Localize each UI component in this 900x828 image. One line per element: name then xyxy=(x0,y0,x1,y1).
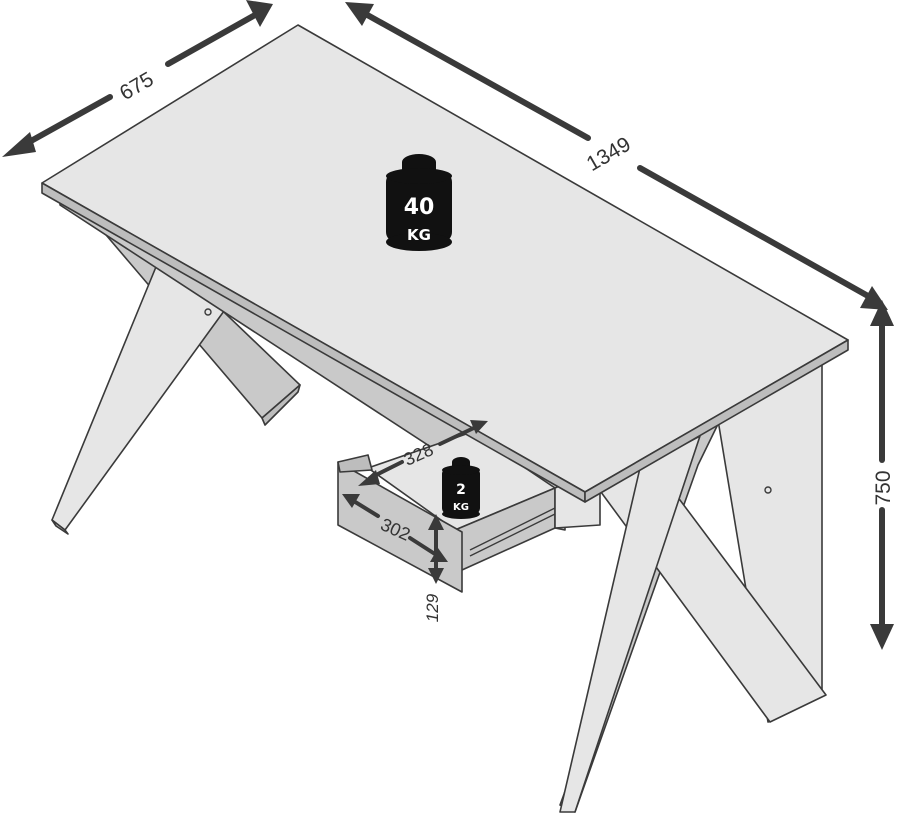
drawer-height-dimension: 129 xyxy=(423,514,444,622)
weight-40kg-icon: 40 KG xyxy=(386,154,452,251)
height-dimension: 750 xyxy=(870,300,895,650)
tabletop-weight-unit: KG xyxy=(407,226,431,244)
tabletop-weight-value: 40 xyxy=(404,195,435,220)
weight-2kg-icon: 2 KG xyxy=(442,457,480,519)
drawer-height-label: 129 xyxy=(423,593,442,622)
height-label: 750 xyxy=(872,470,895,505)
tabletop xyxy=(41,24,849,503)
drawer-weight-unit: KG xyxy=(453,502,469,513)
left-leg-front xyxy=(51,261,233,535)
depth-label: 675 xyxy=(116,68,158,105)
drawer-weight-value: 2 xyxy=(456,482,466,498)
